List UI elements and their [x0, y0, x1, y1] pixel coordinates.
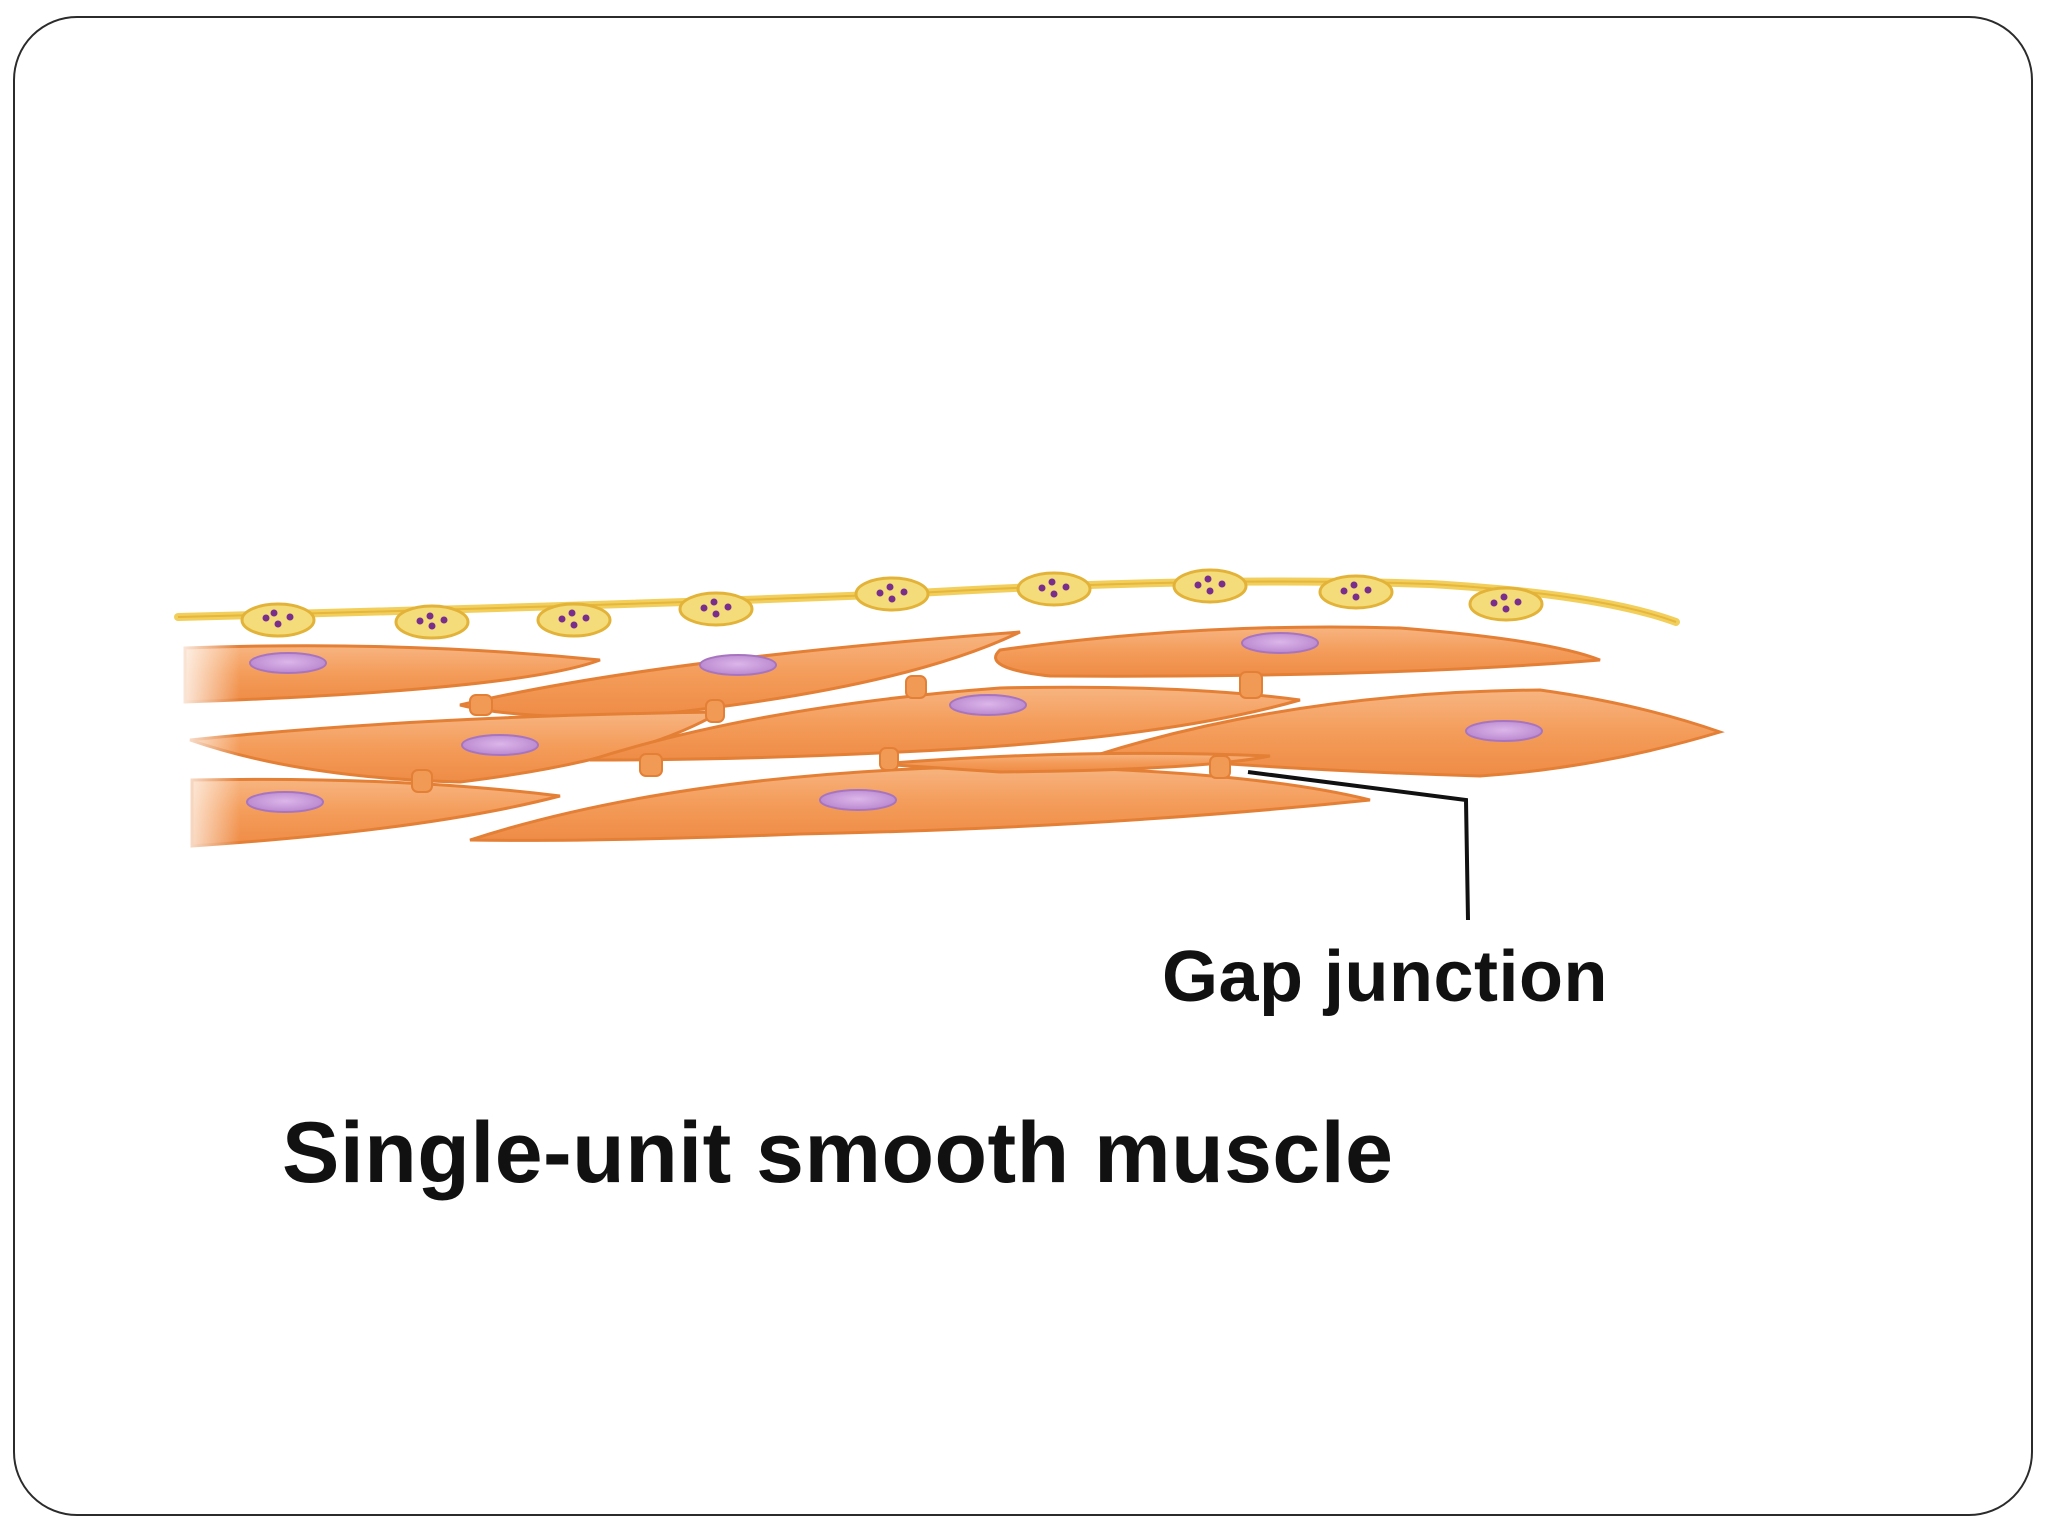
varicosity: [678, 591, 754, 627]
varicosity: [854, 576, 930, 612]
nucleus: [249, 652, 327, 674]
nuclei: [246, 632, 1543, 813]
varicosity: [1468, 586, 1544, 622]
nucleus: [1241, 632, 1319, 654]
cell-bridge: [469, 694, 493, 716]
varicosity: [394, 604, 470, 640]
varicosities: [240, 568, 1544, 640]
muscle-cells: [183, 625, 1725, 848]
cell-bridge: [411, 769, 433, 793]
gap-junction-leader: [1247, 770, 1470, 921]
muscle-cell: [589, 685, 1301, 762]
varicosity: [1172, 568, 1248, 604]
cell-bridge: [1239, 671, 1263, 699]
nucleus: [949, 694, 1027, 716]
cell-bridge: [639, 753, 663, 777]
cell-bridge: [879, 747, 899, 771]
nucleus: [1465, 720, 1543, 742]
cell-bridges: [411, 671, 1263, 793]
left-fade: [170, 620, 240, 860]
muscle-cell: [469, 764, 1371, 842]
nucleus: [819, 789, 897, 811]
muscle-cell: [879, 751, 1271, 774]
cell-bridge: [705, 699, 725, 723]
nerve-fiber: [174, 568, 1680, 640]
varicosity: [1318, 574, 1394, 610]
neurotransmitter-vesicles: [262, 575, 1522, 630]
varicosity: [1016, 571, 1092, 607]
nucleus: [699, 654, 777, 676]
nucleus: [461, 734, 539, 756]
varicosity: [240, 602, 316, 638]
gap-junction-label: Gap junction: [1162, 937, 1608, 1017]
cell-bridge: [1209, 755, 1231, 779]
cell-bridge: [905, 675, 927, 699]
varicosity: [536, 602, 612, 638]
nucleus: [246, 791, 324, 813]
diagram-caption: Single-unit smooth muscle: [282, 1105, 1394, 1201]
